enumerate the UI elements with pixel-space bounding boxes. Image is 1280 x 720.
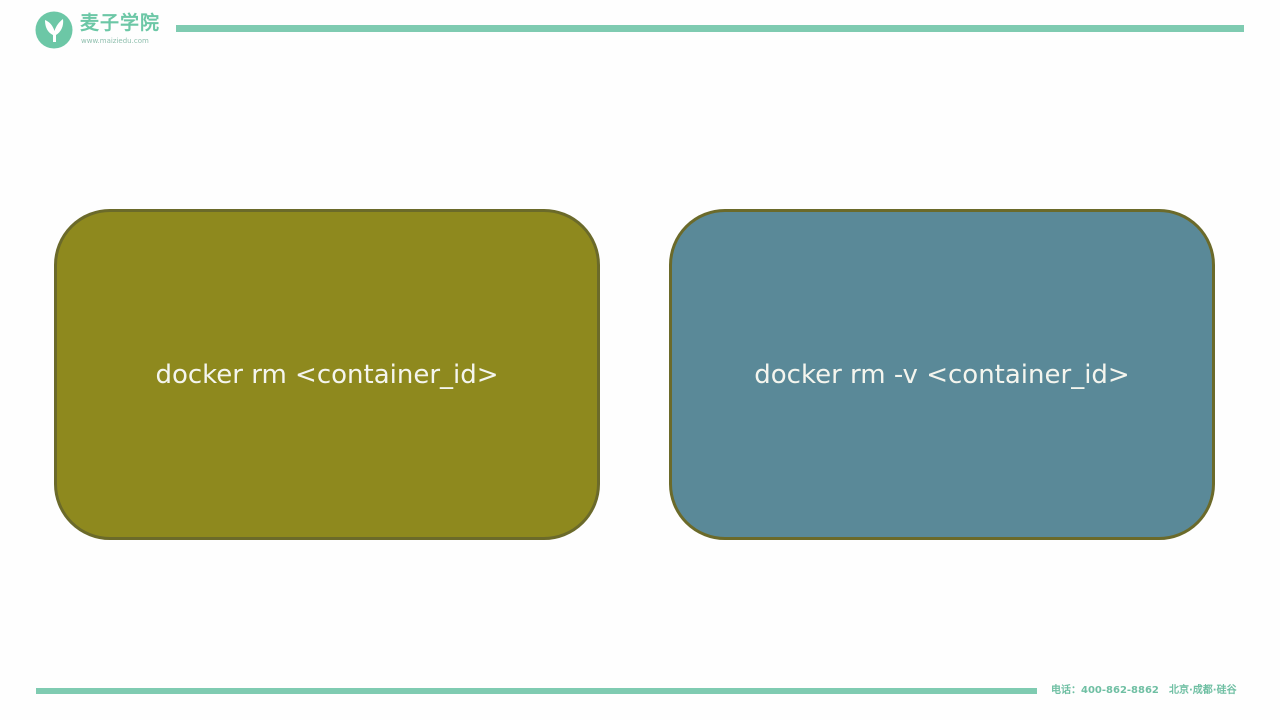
footer-phone: 电话：400-862-8862 (1051, 685, 1159, 696)
leaf-y-logo-icon (35, 11, 73, 49)
command-text-rm: docker rm <container_id> (155, 360, 499, 390)
command-card-rm: docker rm <container_id> (54, 209, 600, 540)
footer-cities: 北京·成都·硅谷 (1169, 685, 1237, 696)
brand-name: 麦子学院 (80, 12, 161, 34)
header-divider (176, 25, 1244, 32)
command-text-rm-v: docker rm -v <container_id> (754, 360, 1130, 390)
command-card-rm-v: docker rm -v <container_id> (669, 209, 1215, 540)
footer-divider (36, 688, 1037, 694)
brand-logo: 麦子学院 www.maiziedu.com (35, 10, 175, 50)
brand-url: www.maiziedu.com (81, 37, 149, 45)
